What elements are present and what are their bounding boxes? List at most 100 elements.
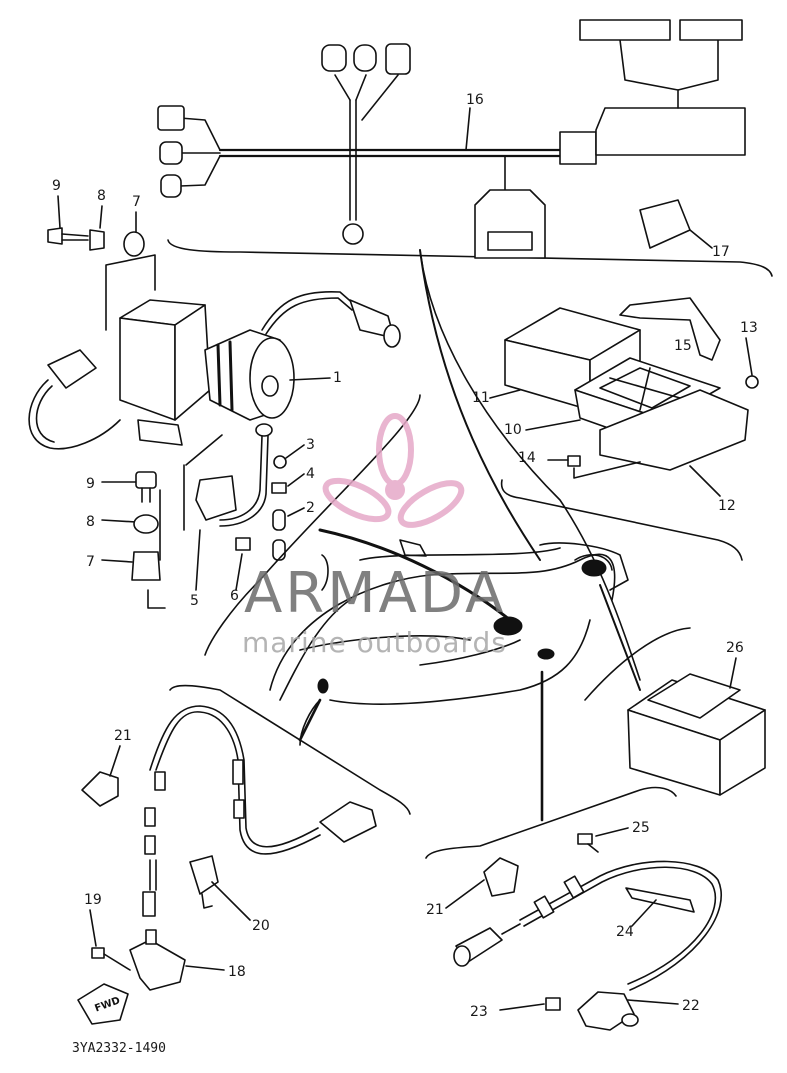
collar-8b	[133, 514, 159, 534]
connector-6pin	[157, 105, 185, 131]
callout-18: 18	[228, 964, 246, 980]
connector-upper-2	[353, 44, 377, 72]
callout-22: 22	[682, 998, 700, 1014]
bolt-9b-head	[135, 471, 157, 489]
watermark-tagline: marine outboards	[242, 626, 507, 659]
bolt-19	[91, 947, 105, 959]
fwd-arrow	[77, 983, 129, 1025]
bolt-25	[577, 833, 593, 845]
callout-4: 4	[306, 466, 315, 482]
grommet-7	[123, 231, 145, 257]
callout-24: 24	[616, 924, 634, 940]
ecu-mount-point	[581, 559, 607, 577]
battery-mount-point	[537, 648, 555, 660]
callout-14: 14	[518, 450, 536, 466]
main-connector-b	[679, 19, 743, 41]
collar-8	[89, 229, 105, 251]
callout-16: 16	[466, 92, 484, 108]
washer-4	[271, 482, 287, 494]
callout-1: 1	[333, 370, 342, 386]
callout-17: 17	[712, 244, 730, 260]
sensor-neck	[145, 929, 157, 945]
rear-sensor-tip	[621, 1013, 639, 1027]
terminal-ring	[342, 223, 364, 245]
hydraulic-unit-group: 9 8 7 1 5	[28, 178, 401, 609]
callout-8b: 8	[86, 514, 95, 530]
hu-connector-end	[383, 324, 401, 348]
screw-6	[235, 537, 251, 551]
damper-2	[272, 509, 286, 531]
cable-sleeve-f	[142, 891, 156, 917]
damper-2b	[272, 539, 286, 561]
hu-motor-cap	[249, 337, 295, 419]
connector-box-plug	[487, 231, 533, 251]
hu-mount	[137, 419, 183, 446]
cable-sleeve-d	[144, 807, 156, 827]
cable-sleeve-a	[232, 759, 244, 785]
callout-7b: 7	[86, 554, 95, 570]
wire-harness-group: 17 16	[157, 19, 773, 277]
callout-19: 19	[84, 892, 102, 908]
callout-23: 23	[470, 1004, 488, 1020]
front-sensor-connector	[319, 801, 377, 843]
screw-13	[745, 375, 759, 389]
watermark-brand: ARMADA	[244, 561, 506, 626]
ecu-band	[619, 297, 721, 361]
connector-upper-1	[321, 44, 347, 72]
rear-connector-end	[453, 945, 471, 967]
callout-2: 2	[306, 500, 315, 516]
rear-sensor-group: 26 25 21 24 22 23	[425, 627, 766, 1031]
ecu-group: 15 13 11 10 14 12	[472, 297, 759, 561]
callout-9b: 9	[86, 476, 95, 492]
callout-12: 12	[718, 498, 736, 514]
clamp-21b	[483, 857, 519, 897]
front-sensor-group: 21 20 18 19 FWD	[77, 684, 411, 1025]
callout-21b: 21	[426, 902, 444, 918]
callout-5: 5	[190, 593, 199, 609]
grommet-7b	[131, 551, 161, 581]
rear-sleeve-a	[563, 875, 585, 899]
front-sensor-point	[317, 678, 329, 694]
part-code: 3YA2332-1490	[72, 1041, 166, 1056]
harness-coupler	[595, 107, 746, 156]
hu-block-front	[119, 317, 176, 421]
screw-14	[567, 455, 581, 467]
callout-6: 6	[230, 588, 239, 604]
watermark-logo	[322, 413, 465, 528]
callout-21a: 21	[114, 728, 132, 744]
callout-3: 3	[306, 437, 315, 453]
cable-sleeve-e	[144, 835, 156, 855]
callout-10: 10	[504, 422, 522, 438]
junction-block	[559, 131, 597, 165]
cable-sleeve-c	[154, 771, 166, 791]
front-wheel-sensor	[129, 939, 186, 991]
hu-block-side	[174, 304, 211, 421]
bracket-20	[189, 855, 219, 895]
bracket-24	[625, 887, 695, 913]
hu-left-connector	[47, 349, 97, 389]
callout-26: 26	[726, 640, 744, 656]
callout-25: 25	[632, 820, 650, 836]
hu-mount-point	[493, 616, 523, 636]
callout-11: 11	[472, 390, 490, 406]
callout-15: 15	[674, 338, 692, 354]
frame-group	[204, 249, 641, 822]
callout-20: 20	[252, 918, 270, 934]
connector-round	[159, 141, 183, 165]
bracket-5	[195, 475, 237, 521]
callout-8a: 8	[97, 188, 106, 204]
callout-7a: 7	[132, 194, 141, 210]
bolt-9-head	[47, 227, 63, 245]
sensor-17	[639, 199, 691, 249]
nut-3	[273, 455, 287, 469]
connector-upper-3	[385, 43, 411, 75]
clamp-21	[81, 771, 119, 807]
connector-small	[160, 174, 182, 198]
battery-side	[719, 709, 766, 796]
callout-13: 13	[740, 320, 758, 336]
cable-sleeve-b	[233, 799, 245, 819]
battery-cover	[647, 673, 741, 719]
main-connector-a	[579, 19, 671, 41]
hu-outlet	[255, 423, 273, 437]
